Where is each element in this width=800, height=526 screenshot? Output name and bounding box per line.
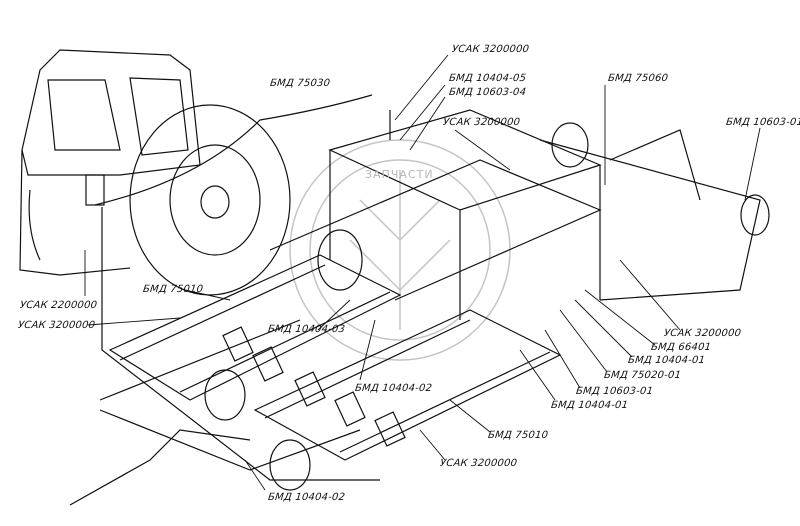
part-label: БМД 75060 — [607, 73, 669, 84]
part-label: БМД 75030 — [269, 78, 331, 89]
disc-gangs — [204, 122, 770, 491]
part-label: БМД 66401 — [650, 342, 712, 353]
tractor-cab — [19, 49, 201, 276]
part-label: БМД 75020-01 — [603, 370, 682, 381]
part-label: БМД 10404-03 — [267, 324, 346, 335]
part-label: УСАК 3200000 — [663, 328, 742, 339]
part-label: БМД 75010 — [487, 430, 549, 441]
part-label: БМД 10603-01 — [725, 117, 800, 128]
part-label: УСАК 3200000 — [439, 458, 518, 469]
part-label: УСАК 2200000 — [19, 300, 98, 311]
part-label: БМД 10404-01 — [627, 355, 706, 366]
tractor-wheel — [129, 104, 291, 296]
part-label: БМД 10404-02 — [267, 492, 346, 503]
part-label: БМД 10404-01 — [550, 400, 629, 411]
watermark-text: ЗАПЧАСТИ — [365, 168, 434, 181]
part-label: УСАК 3200000 — [442, 117, 521, 128]
part-label: УСАК 3200000 — [17, 320, 96, 331]
part-label: УСАК 3200000 — [451, 44, 530, 55]
part-label: БМД 10603-01 — [575, 386, 654, 397]
part-label: БМД 10404-02 — [354, 383, 433, 394]
part-label: БМД 10404-05 — [448, 73, 527, 84]
hydraulic-hose — [94, 94, 373, 206]
part-label: БМД 75010 — [142, 284, 204, 295]
part-label: БМД 10603-04 — [448, 87, 527, 98]
leader-lines — [84, 54, 761, 491]
